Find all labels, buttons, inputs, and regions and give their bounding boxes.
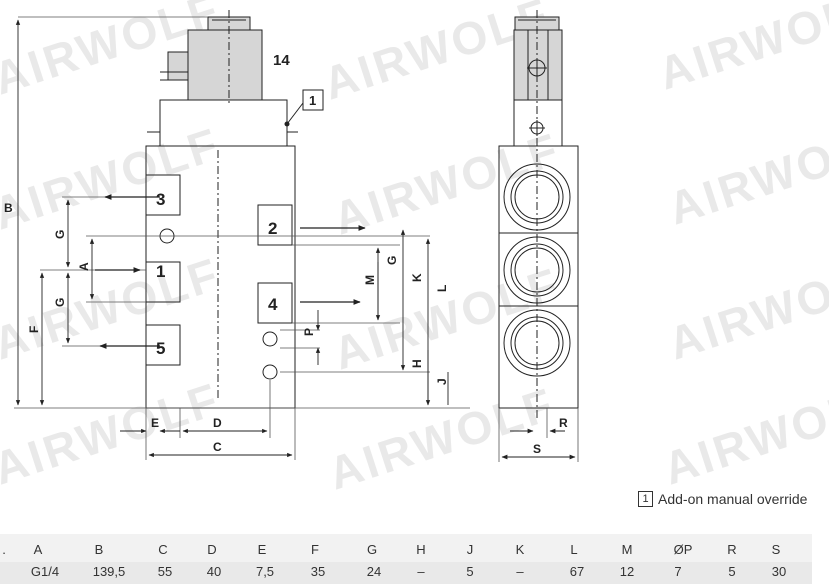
- table-header-cell: B: [94, 542, 104, 557]
- table-header-cell: H: [416, 542, 426, 557]
- callout-number: 1: [309, 93, 316, 108]
- dim-label-r: R: [559, 416, 568, 430]
- table-header-cell: .: [2, 542, 6, 557]
- watermark: AIRWOLF: [0, 117, 226, 239]
- watermark: AIRWOLF: [327, 122, 566, 244]
- table-header-cell: M: [621, 542, 633, 557]
- dimension-table: . A B C D E F G H J K L M ØP R S G1/4 13…: [0, 534, 812, 584]
- dim-label-b: B: [4, 201, 13, 215]
- table-header-cell: ØP: [673, 542, 693, 557]
- table-header-cell: D: [207, 542, 217, 557]
- legend-number-box: 1: [638, 491, 653, 507]
- legend-text: Add-on manual override: [658, 491, 808, 507]
- table-header-cell: E: [257, 542, 267, 557]
- port-label-1: 1: [156, 262, 165, 281]
- port-label-4: 4: [268, 295, 278, 314]
- watermark: AIRWOLF: [662, 247, 829, 369]
- side-view-labels: R S: [533, 416, 568, 456]
- dim-label-h: H: [410, 359, 424, 368]
- port-label-3: 3: [156, 190, 165, 209]
- watermark: AIRWOLF: [0, 247, 226, 369]
- port-label-2: 2: [268, 219, 277, 238]
- table-header-cell: S: [771, 542, 781, 557]
- callout-box: [302, 89, 324, 111]
- watermarks: AIRWOLF AIRWOLF AIRWOLF AIRWOLF AIRWOLF …: [0, 0, 829, 500]
- table-cell: –: [516, 564, 524, 579]
- dim-label-k: K: [410, 273, 424, 282]
- solenoid-label-14: 14: [273, 52, 290, 69]
- port-fittings: [503, 163, 571, 377]
- table-header-cell: G: [366, 542, 378, 557]
- table-header-row: . A B C D E F G H J K L M ØP R S: [0, 539, 812, 561]
- legend: 1 Add-on manual override: [638, 491, 807, 507]
- dim-label-f: F: [27, 326, 41, 333]
- port-bosses: [145, 174, 293, 366]
- table-row: G1/4 139,5 55 40 7,5 35 24 – 5 – 67 12 7…: [0, 562, 812, 584]
- mounting-hole: [262, 331, 278, 347]
- table-cell: 5: [466, 564, 474, 579]
- table-header-cell: L: [570, 542, 578, 557]
- watermark: AIRWOLF: [657, 372, 829, 494]
- watermark: AIRWOLF: [662, 112, 829, 234]
- table-cell: 40: [206, 564, 222, 579]
- table-cell: 67: [569, 564, 585, 579]
- table-header-cell: C: [158, 542, 168, 557]
- table-header-cell: A: [33, 542, 43, 557]
- dim-label-g-right: G: [385, 256, 399, 265]
- watermark: AIRWOLF: [322, 377, 561, 499]
- table-header-cell: K: [515, 542, 525, 557]
- dim-label-m: M: [363, 275, 377, 285]
- dim-label-j: J: [435, 378, 449, 385]
- dim-label-s: S: [533, 442, 541, 456]
- table-cell: 35: [310, 564, 326, 579]
- dim-label-c: C: [213, 440, 222, 454]
- table-cell: –: [417, 564, 425, 579]
- table-cell: 5: [728, 564, 736, 579]
- table-cell: 24: [366, 564, 382, 579]
- dim-label-d: D: [213, 416, 222, 430]
- dim-label-g-upper: G: [53, 230, 67, 239]
- table-cell: 139,5: [92, 564, 126, 579]
- front-view-labels: 14 1 3 2 1 4 5 B G A G F E D C G M K L P…: [4, 52, 449, 454]
- dim-label-e: E: [151, 416, 159, 430]
- table-cell: 7,5: [255, 564, 275, 579]
- table-header-cell: R: [727, 542, 737, 557]
- table-cell: 12: [619, 564, 635, 579]
- watermark: AIRWOLF: [652, 0, 829, 100]
- mounting-hole: [262, 364, 278, 380]
- table-cell: 30: [771, 564, 787, 579]
- dim-label-l: L: [435, 285, 449, 292]
- watermark: AIRWOLF: [0, 372, 226, 494]
- table-header-cell: F: [311, 542, 319, 557]
- dim-label-p: P: [302, 328, 316, 336]
- side-valve-body: [498, 145, 579, 409]
- side-view: [498, 10, 579, 462]
- table-cell: G1/4: [30, 564, 60, 579]
- table-header-cell: J: [466, 542, 474, 557]
- dim-label-g-lower: G: [53, 298, 67, 307]
- port-label-5: 5: [156, 339, 165, 358]
- solenoid-coil: [187, 29, 263, 101]
- front-view: [14, 10, 470, 460]
- table-cell: 55: [157, 564, 173, 579]
- dim-label-a: A: [77, 262, 91, 271]
- table-cell: 7: [674, 564, 682, 579]
- connector-pins: [167, 51, 189, 81]
